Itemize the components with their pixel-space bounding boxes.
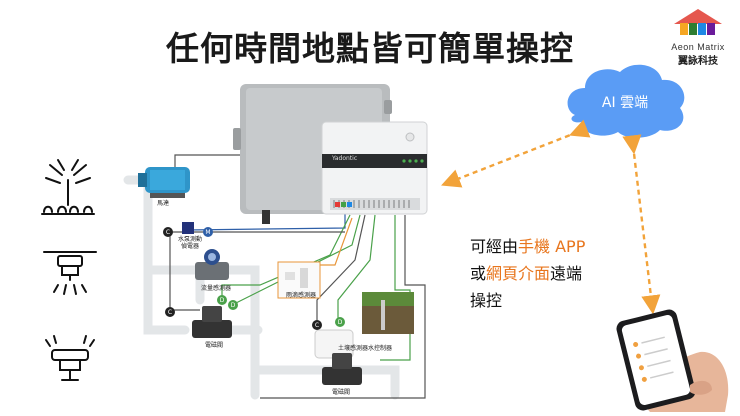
page-title: 任何時間地點皆可簡單操控 [166,29,574,68]
soil-sensor [362,292,414,334]
svg-text:C: C [166,229,170,236]
water-pump [138,167,190,198]
rain-sensor-label: 雨滴感測器 [286,292,317,299]
caption-line-2: 或網頁介面遠端 [470,264,583,283]
company-logo: Aeon Matrix 翼詠科技 [662,8,734,67]
caption-web-highlight: 網頁介面 [486,264,551,283]
cloud-controller-arrow [441,119,591,188]
connector-badges: C M D C D C D [163,227,345,330]
svg-text:D: D [338,319,343,326]
svg-text:D: D [220,297,225,304]
overhead-sprinkler-icon [43,251,97,295]
valve-1-label: 電磁閥 [205,342,224,349]
svg-text:C: C [315,322,319,329]
solenoid-valve-2 [322,353,362,385]
cloud-phone-arrow [622,134,661,315]
caption-line-3: 操控 [470,291,503,310]
logo-name-en: Aeon Matrix [671,42,725,52]
mist-nozzle-icon [45,335,95,381]
solenoid-valve-1 [192,306,232,338]
cloud-label: AI 雲端 [601,95,649,111]
remote-control-caption: 可經由手機 APP 或網頁介面遠端 操控 [470,233,585,314]
controller-brand: Yadontic [332,155,358,162]
flow-sensor-label: 流量感測器 [201,285,232,292]
caption-line-1: 可經由手機 APP [470,237,586,256]
caption-app-highlight: 手機 APP [518,237,586,256]
logo-name-zh: 翼詠科技 [678,56,718,67]
pump-sensor-label: 水泵測動偵電器 [177,236,202,250]
logo-mark-icon [674,9,722,35]
cloud-icon [567,64,685,138]
soil-sensor-label: 土壤感測器水控制器 [338,345,393,352]
svg-text:C: C [168,309,172,316]
flow-sensor [195,249,229,280]
rain-sensor [277,261,321,299]
smartphone-icon [616,309,729,412]
valve-2-label: 電磁閥 [332,389,351,396]
sprinkler-icon [41,159,95,215]
svg-text:D: D [231,302,236,309]
irrigation-controller [321,121,428,215]
svg-text:M: M [205,229,210,236]
pump-label: 馬達 [157,200,170,207]
pump-monitor [182,222,194,234]
